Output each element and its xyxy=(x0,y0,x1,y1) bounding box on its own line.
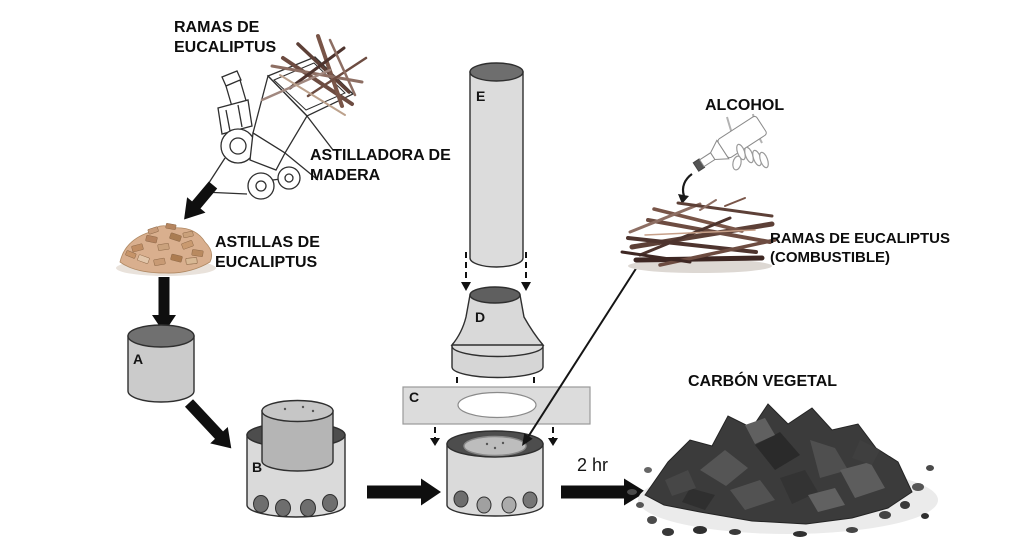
dashed-arrows-c-to-stove xyxy=(430,427,558,446)
plate-c-icon xyxy=(402,386,591,425)
cylinder-e-icon xyxy=(469,62,524,268)
part-letter-d: D xyxy=(475,309,486,325)
label-branches-source: RAMAS DE EUCALIPTUS xyxy=(174,19,277,56)
arrow-chipper-to-chips xyxy=(184,181,218,220)
part-letter-c: C xyxy=(409,389,420,405)
wood-chips-icon xyxy=(116,223,216,276)
stove-assembled-icon xyxy=(446,430,544,517)
alcohol-bottle-icon xyxy=(678,113,769,204)
label-chips: ASTILLAS DE EUCALIPTUS xyxy=(215,234,320,271)
part-letter-a: A xyxy=(133,351,144,367)
arrow-stove-to-charcoal xyxy=(561,478,646,506)
label-chipper: ASTILLADORA DE MADERA xyxy=(310,147,451,184)
pour-arrow-icon xyxy=(678,173,693,204)
part-letter-e: E xyxy=(476,88,486,104)
process-arrows xyxy=(152,181,646,506)
label-duration-2hr: 2 hr xyxy=(577,455,609,475)
fuel-branches-icon xyxy=(620,197,777,273)
stove-b-icon xyxy=(246,399,346,518)
funnel-d-icon xyxy=(450,286,545,379)
dashed-arrows-e-to-d xyxy=(461,252,531,291)
fuel-to-stove-arrow xyxy=(522,266,638,446)
label-charcoal: CARBÓN VEGETAL xyxy=(688,373,838,390)
branches-in-chipper-icon xyxy=(260,34,368,116)
arrow-a-to-b xyxy=(184,399,232,449)
part-letter-b: B xyxy=(252,459,263,475)
label-alcohol: ALCOHOL xyxy=(705,97,785,114)
arrow-b-to-stove xyxy=(367,478,441,506)
container-a-icon xyxy=(127,324,195,403)
charcoal-pile-icon xyxy=(627,403,938,537)
wood-chipper-icon xyxy=(202,56,355,200)
label-branches-fuel: RAMAS DE EUCALIPTUS (COMBUSTIBLE) xyxy=(770,230,951,266)
arrow-chips-to-a xyxy=(152,277,176,333)
